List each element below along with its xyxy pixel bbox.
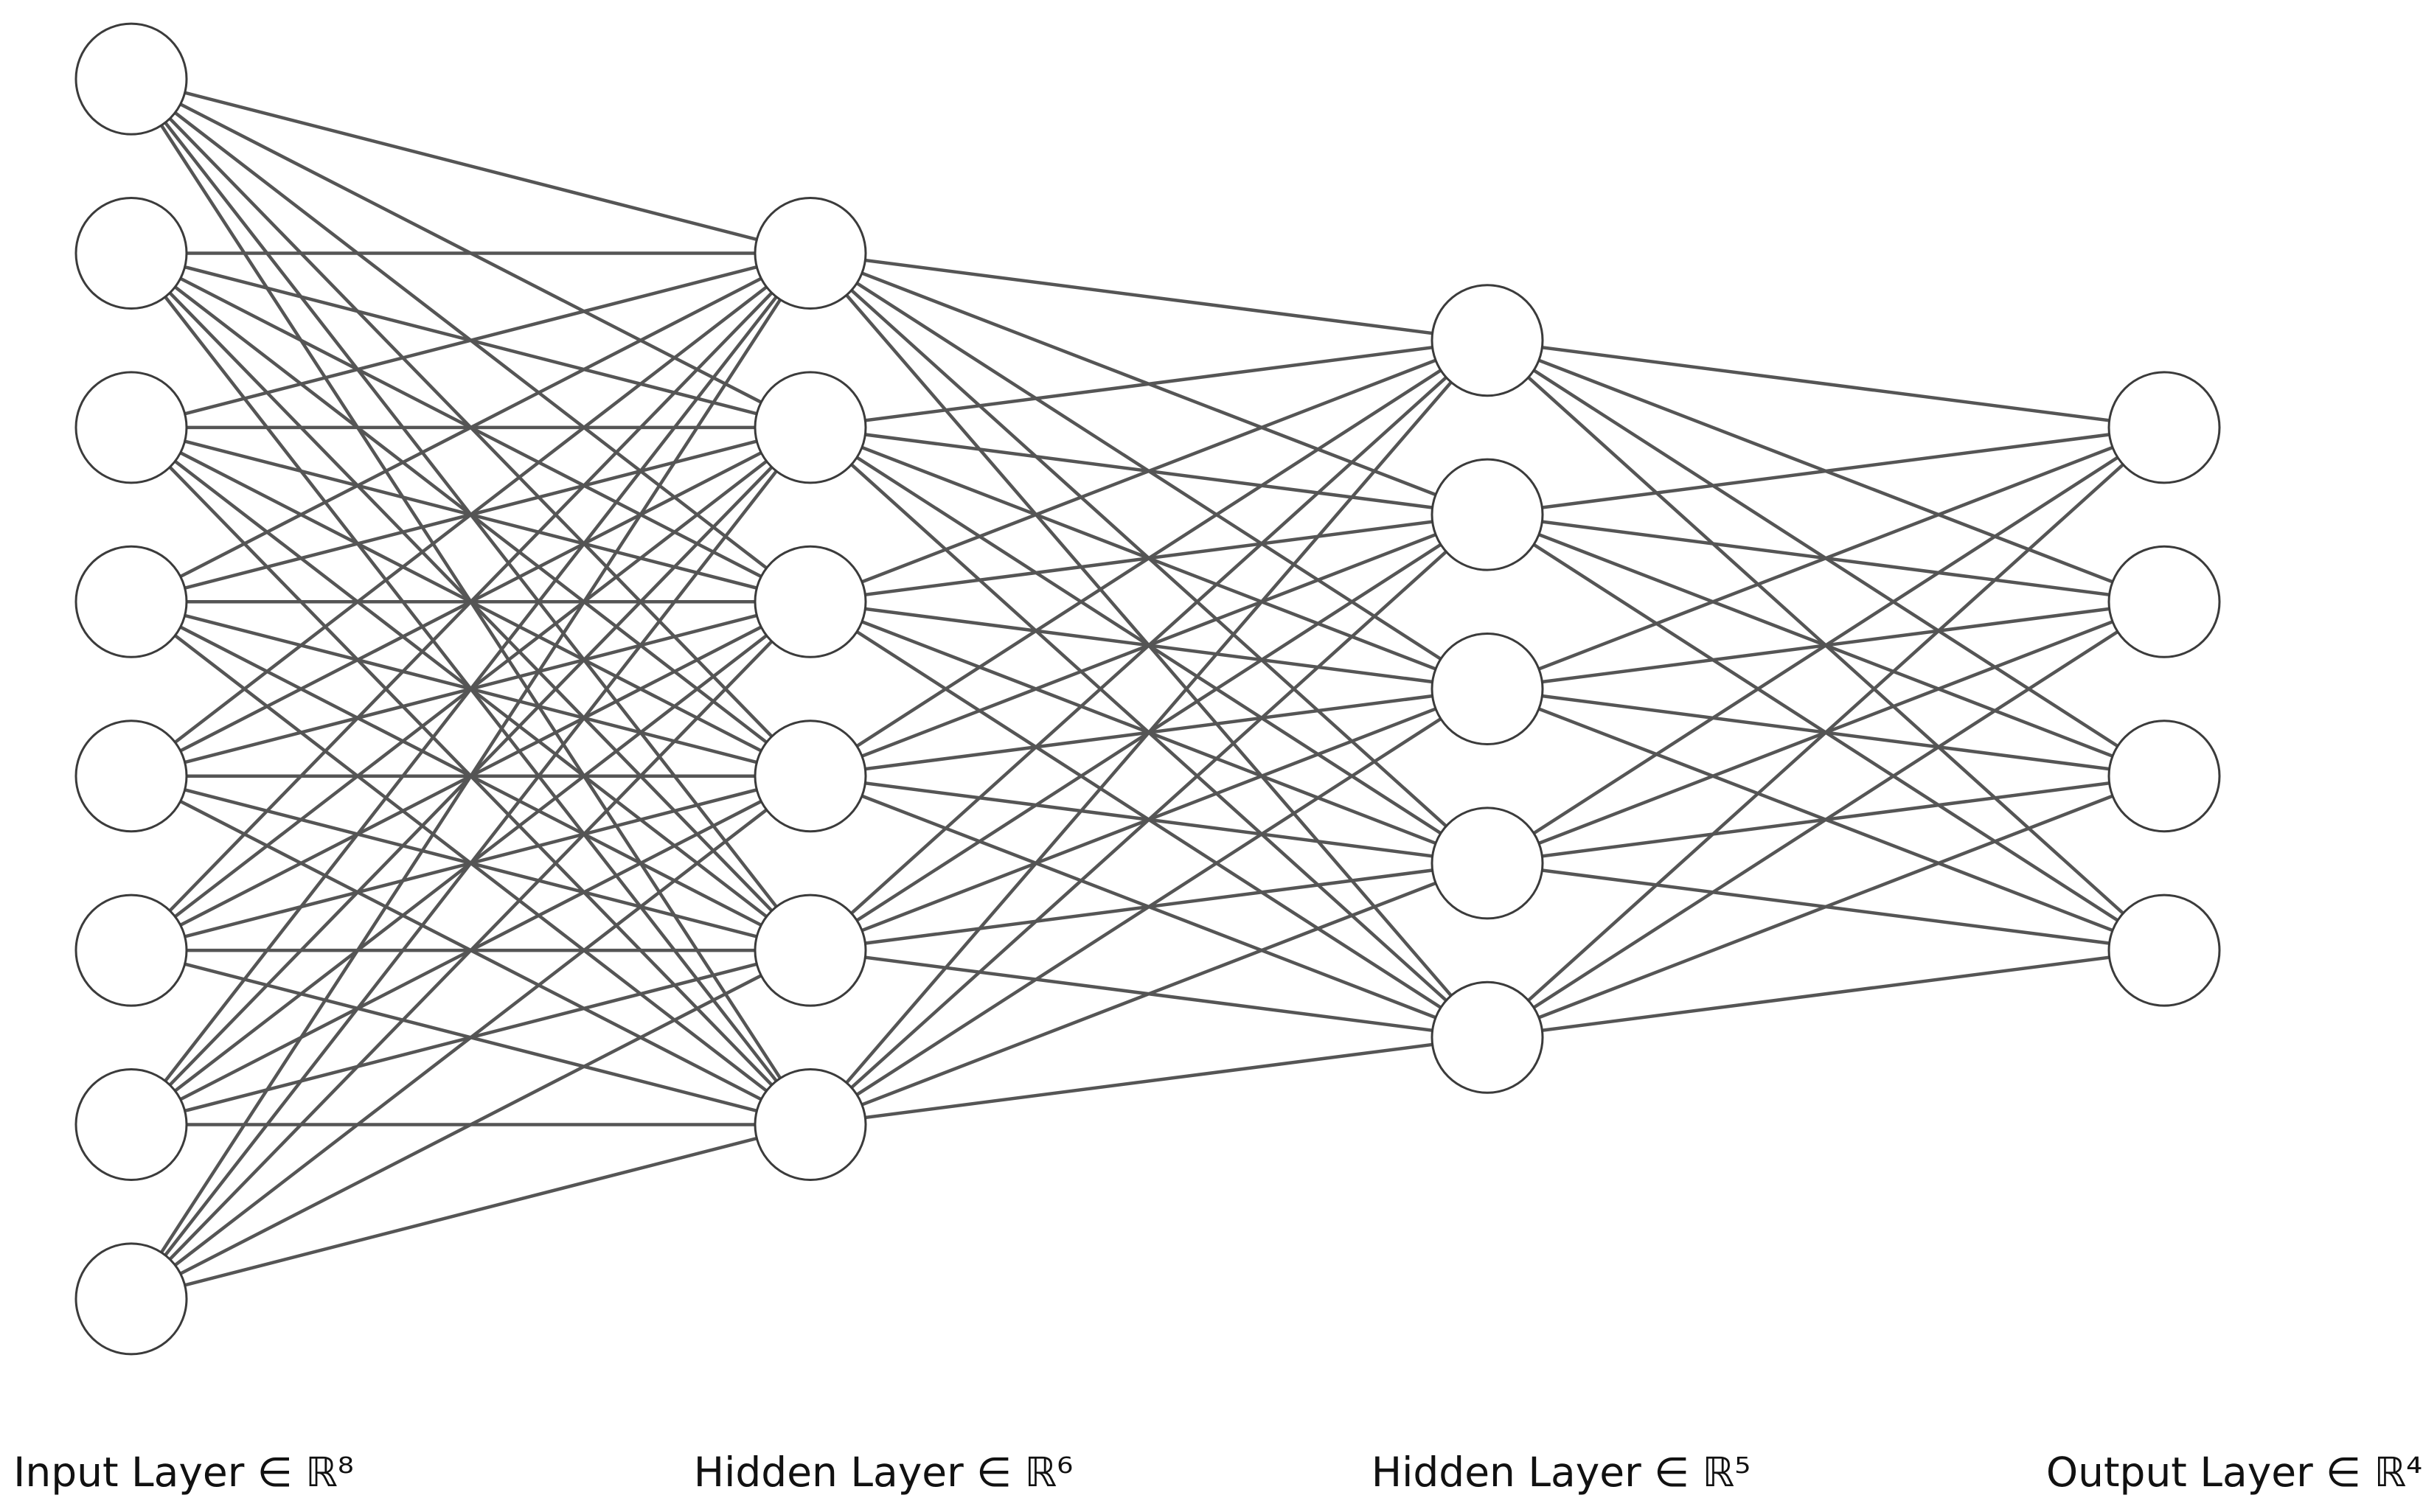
connection-edge [1487,425,2165,691]
connection-edge [809,513,1489,1126]
neuron-node-output-layer-2 [2107,545,2221,658]
layer-label-input-layer: Input Layer ∈ ℝ⁸ [13,1449,354,1496]
connection-edge [810,251,1488,342]
neuron-node-input-layer-5 [74,720,188,833]
connection-edge [131,77,811,255]
layer-label-output-layer: Output Layer ∈ ℝ⁴ [2046,1449,2422,1496]
connection-edge [809,338,1489,778]
connection-edge [1487,425,2165,517]
neuron-node-hidden-layer-1-3 [754,545,867,658]
connection-edge [1487,338,2165,430]
neuron-node-input-layer-6 [74,893,188,1007]
neuron-node-input-layer-3 [74,371,188,484]
connection-edge [130,774,812,1300]
neuron-node-hidden-layer-1-5 [754,893,867,1007]
neuron-node-hidden-layer-2-5 [1430,980,1544,1094]
connection-edge [130,252,812,1300]
neuron-node-input-layer-2 [74,197,188,310]
neuron-node-input-layer-8 [74,1242,188,1356]
neuron-node-output-layer-1 [2107,371,2221,484]
neuron-node-hidden-layer-1-1 [754,197,867,310]
layer-label-hidden-layer-2: Hidden Layer ∈ ℝ⁵ [1372,1449,1751,1496]
neuron-node-input-layer-7 [74,1068,188,1181]
connection-edge [131,1123,811,1301]
connection-edge [130,251,812,778]
neuron-node-input-layer-4 [74,545,188,658]
connection-edge [130,949,812,1300]
connection-edge [130,600,812,1300]
neuron-node-hidden-layer-1-2 [754,371,867,484]
connection-edge [1487,774,2165,1039]
neuron-node-hidden-layer-1-4 [754,720,867,833]
connection-edge [809,339,1489,952]
neuron-node-output-layer-4 [2107,893,2221,1007]
layer-label-hidden-layer-1: Hidden Layer ∈ ℝ⁶ [694,1449,1073,1496]
connection-edge [130,426,812,1300]
connection-edge [1486,426,2166,1039]
neuron-node-hidden-layer-1-6 [754,1068,867,1181]
connection-edge [809,339,1489,1126]
connection-edge [810,1036,1488,1126]
connection-edge [809,687,1489,1126]
connection-edge [810,338,1488,430]
connection-edge [131,251,811,430]
connection-edge [1486,600,2166,1039]
neuron-node-hidden-layer-2-3 [1430,633,1544,745]
connection-edge [1486,426,2166,865]
connection-edge [130,251,812,604]
label-group: Input Layer ∈ ℝ⁸ Hidden Layer ∈ ℝ⁶ Hidden … [13,1449,2422,1496]
neuron-node-hidden-layer-2-4 [1430,806,1544,920]
neuron-node-hidden-layer-2-2 [1430,458,1544,571]
connection-edge [810,861,1488,1126]
connection-edge [130,251,812,952]
neuron-node-hidden-layer-2-1 [1430,284,1544,397]
connection-edge [130,252,812,1126]
connection-edge [1487,948,2165,1039]
connection-edge [810,338,1488,604]
node-group [74,22,2221,1356]
edge-group [130,77,2166,1301]
neuron-node-input-layer-1 [74,22,188,136]
neuron-node-output-layer-3 [2107,720,2221,833]
